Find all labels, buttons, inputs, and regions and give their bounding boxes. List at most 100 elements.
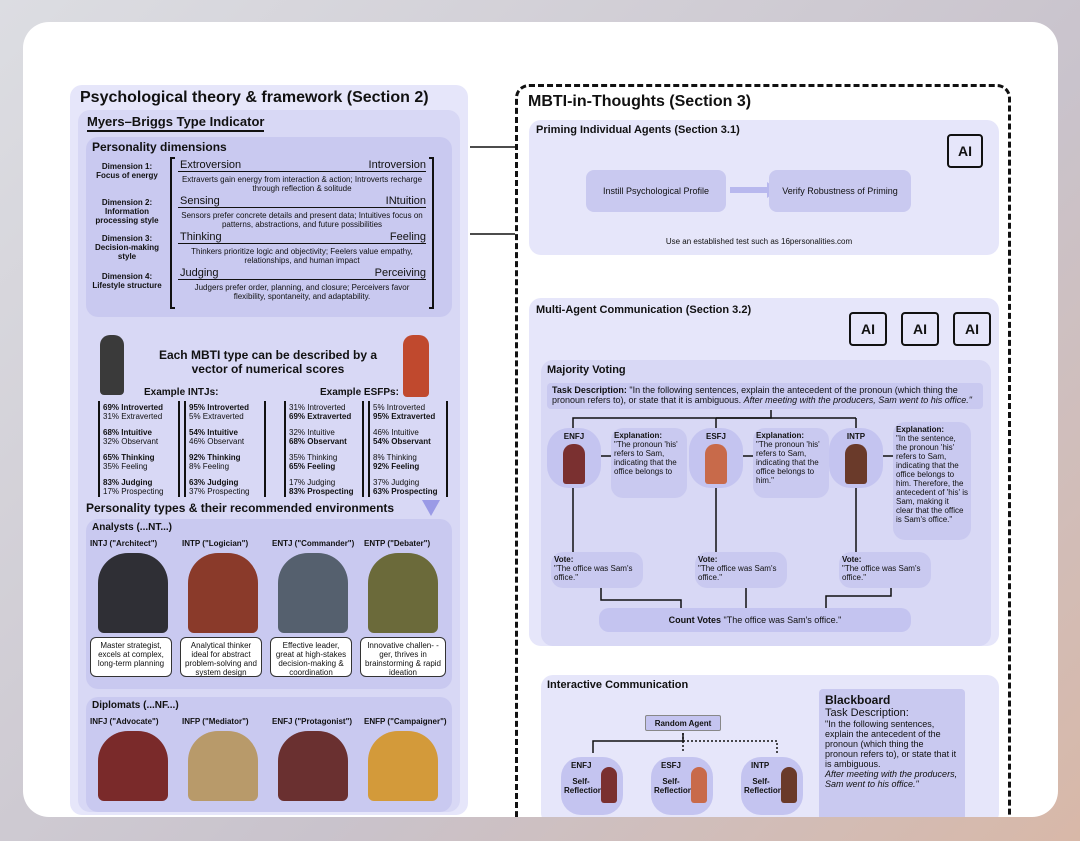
campaigner-illustration (368, 731, 438, 801)
dim3-right-pole: Feeling (389, 231, 426, 243)
esfj-agent-illustration (691, 767, 707, 803)
dim1-desc: Extraverts gain energy from interaction … (181, 175, 423, 193)
down-arrow-icon (422, 500, 440, 516)
esfp-example-title: Example ESFPs: (320, 387, 399, 398)
diplomats-title: Diplomats (...NF...) (92, 700, 179, 711)
diplomats-box: Diplomats (...NF...) INFJ ("Advocate") I… (86, 697, 452, 812)
intp-agent-illustration (781, 767, 797, 803)
intj-type-label: INTJ ("Architect") (90, 539, 158, 548)
dim4-left-pole: Judging (180, 267, 219, 279)
architect-illustration (98, 553, 168, 633)
interactive-communication-box: Interactive Communication Random Agent E… (541, 675, 999, 817)
majority-voting-title: Majority Voting (547, 364, 626, 376)
dim4-arrow (178, 279, 426, 280)
left-title: Psychological theory & framework (Sectio… (80, 89, 429, 106)
intp-vote: Vote:"The office was Sam's office." (839, 552, 931, 588)
priming-box: Priming Individual Agents (Section 3.1) … (529, 120, 999, 255)
esfj-explanation: Explanation:"The pronoun 'his' refers to… (753, 428, 829, 498)
blackboard-task-label: Task Description: (825, 707, 909, 719)
multi-agent-box: Multi-Agent Communication (Section 3.2) … (529, 298, 999, 646)
dimension-2-label: Dimension 2:Information processing style (95, 198, 159, 225)
entp-recommendation: Innovative challen- -ger, thrives in bra… (360, 637, 446, 677)
instill-profile-step: Instill Psychological Profile (586, 170, 726, 212)
bracket-left (170, 157, 175, 309)
enfj-explanation: Explanation:"The pronoun 'his' refers to… (611, 428, 687, 498)
left-panel: Psychological theory & framework (Sectio… (70, 85, 468, 815)
enfj-vote: Vote:"The office was Sam's office." (551, 552, 643, 588)
blackboard-task-text: "In the following sentences, explain the… (825, 719, 957, 769)
priming-title: Priming Individual Agents (Section 3.1) (536, 124, 740, 136)
ai-chip-icon: AI (849, 312, 887, 346)
dimension-1-label: Dimension 1:Focus of energy (96, 162, 158, 180)
dim2-desc: Sensors prefer concrete details and pres… (181, 211, 423, 229)
ic-flow-lines (592, 733, 778, 753)
mbti-box: Myers–Briggs Type Indicator Personality … (78, 110, 460, 812)
dim2-left-pole: Sensing (180, 195, 220, 207)
dim2-right-pole: INtuition (385, 195, 426, 207)
ic-title: Interactive Communication (547, 679, 689, 691)
intp-recommendation: Analytical thinker ideal for abstract pr… (180, 637, 262, 677)
dim3-desc: Thinkers prioritize logic and objectivit… (191, 247, 413, 265)
mac-title: Multi-Agent Communication (Section 3.2) (536, 304, 752, 316)
self-reflection-label: Self- Reflection (564, 777, 603, 795)
entp-type-label: ENTP ("Debater") (364, 539, 431, 548)
protagonist-illustration (278, 731, 348, 801)
mediator-illustration (188, 731, 258, 801)
entj-recommendation: Effective leader, great at high-stakes d… (270, 637, 352, 677)
random-agent-box: Random Agent (645, 715, 721, 731)
dim4-desc: Judgers prefer order, planning, and clos… (194, 283, 410, 301)
infp-type-label: INFP ("Mediator") (182, 717, 249, 726)
task-description: Task Description: "In the following sent… (547, 383, 983, 409)
entj-type-label: ENTJ ("Commander") (272, 539, 355, 548)
verify-priming-step: Verify Robustness of Priming (769, 170, 911, 212)
analysts-title: Analysts (...NT...) (92, 522, 173, 533)
ai-chip-icon: AI (947, 134, 983, 168)
blackboard-title: Blackboard (825, 693, 891, 707)
enfp-type-label: ENFP ("Campaigner") (364, 717, 447, 726)
step-arrow (730, 187, 770, 193)
ai-chip-icon: AI (953, 312, 991, 346)
count-votes-box: Count Votes "The office was Sam's office… (599, 608, 911, 632)
dim2-arrow (178, 207, 426, 208)
ic-intp-agent: INTP Self- Reflection (741, 757, 803, 815)
blackboard: Blackboard Task Description: "In the fol… (819, 689, 965, 817)
bracket-right (429, 157, 434, 309)
dimension-rows: Dimension 1:Focus of energy Extroversion… (86, 159, 452, 309)
logician-illustration (188, 553, 258, 633)
esfj-vote: Vote:"The office was Sam's office." (695, 552, 787, 588)
dimension-4-label: Dimension 4:Lifestyle structure (92, 272, 162, 290)
test-note: Use an established test such as 16person… (665, 237, 853, 246)
ic-enfj-agent: ENFJ Self- Reflection (561, 757, 623, 815)
intj-character-illustration (100, 335, 124, 395)
enfj-agent-illustration (563, 444, 585, 484)
analysts-box: Analysts (...NT...) INTJ ("Architect") I… (86, 519, 452, 689)
ai-chip-icon: AI (901, 312, 939, 346)
enfj-agent: ENFJ (547, 428, 601, 488)
figure-card: Psychological theory & framework (Sectio… (23, 22, 1058, 817)
infj-type-label: INFJ ("Advocate") (90, 717, 159, 726)
vector-caption: Each MBTI type can be described by a vec… (158, 348, 378, 376)
debater-illustration (368, 553, 438, 633)
right-title: MBTI-in-Thoughts (Section 3) (528, 93, 752, 110)
intp-type-label: INTP ("Logician") (182, 539, 249, 548)
esfp-character-illustration (403, 335, 429, 397)
dim3-arrow (178, 243, 426, 244)
dim1-arrow (178, 171, 426, 172)
dimension-3-label: Dimension 3:Decision-making style (94, 234, 159, 261)
esfj-agent: ESFJ (689, 428, 743, 488)
intp-agent: INTP (829, 428, 883, 488)
voting-flow-lines (572, 410, 893, 608)
dim4-right-pole: Perceiving (374, 267, 426, 279)
dim1-left-pole: Extroversion (180, 159, 242, 171)
ic-esfj-agent: ESFJ Self- Reflection (651, 757, 713, 815)
esfj-agent-illustration (705, 444, 727, 484)
enfj-type-label: ENFJ ("Protagonist") (272, 717, 353, 726)
intj-example-title: Example INTJs: (144, 387, 219, 398)
right-panel: MBTI-in-Thoughts (Section 3) Priming Ind… (515, 84, 1011, 817)
self-reflection-label: Self- Reflection (654, 777, 693, 795)
majority-voting-box: Majority Voting Task Description: "In th… (541, 360, 991, 646)
blackboard-task-sentence: After meeting with the producers, Sam we… (825, 769, 958, 789)
